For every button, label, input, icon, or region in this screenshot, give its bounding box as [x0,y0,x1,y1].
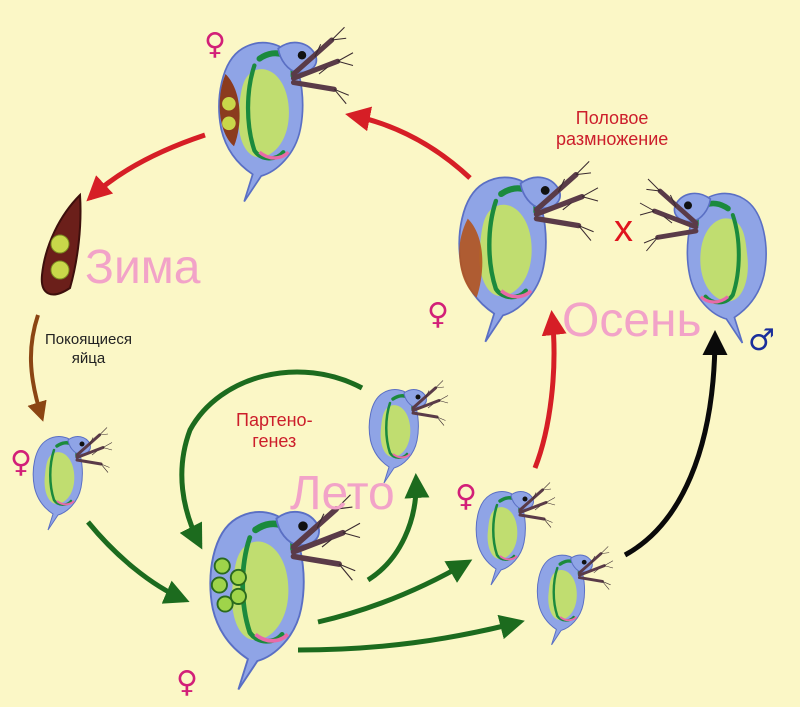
arrow-summer-to-male [297,614,525,653]
arrow-parthenogenesis-loop [179,369,364,550]
winter-egg-icon [40,192,82,296]
summer-female-with-embryos [210,495,360,690]
season-winter-label: Зима [85,241,201,294]
arrow-autumn-to-female [345,106,472,180]
male-symbol: ♂ [748,323,775,358]
resting-eggs-line-1: Покоящиеся [45,331,133,348]
autumn-female [459,161,598,341]
arrow-winter-to-hatch [27,314,47,422]
parthenogenesis-label: Партено- генез [236,410,313,452]
arrow-summer-to-female-autumn [317,559,473,625]
female-symbol-hatch: ♀ [10,445,32,480]
parthenogenesis-line-2: генез [252,431,297,451]
sexual-reproduction-line-1: Половое [575,108,649,128]
resting-eggs-line-2: яйца [71,350,106,367]
sexual-reproduction-line-2: размножение [556,129,669,149]
season-summer-label: Лето [290,467,395,520]
sexual-reproduction-label: Половое размножение [556,108,668,150]
resting-eggs-label: Покоящиеся яйца [45,330,132,368]
parthenogenesis-line-1: Партено- [236,410,313,430]
female-symbol-summer-right: ♀ [455,479,477,514]
season-autumn-label: Осень [562,294,702,347]
arrow-hatch-to-summer [86,520,190,604]
summer-male-small [535,544,615,647]
arrow-female-to-winter-egg [86,132,206,202]
arrow-male-to-autumn [623,330,728,558]
arrow-summer-to-small [366,473,430,583]
arrow-summer-to-autumn [532,310,567,469]
female-symbol-top: ♀ [204,27,226,62]
female-symbol-autumn: ♀ [427,297,449,332]
cross-mark: x [614,208,633,250]
female-symbol-summer: ♀ [176,665,198,700]
hatched-female [31,425,114,532]
female-with-resting-eggs [219,27,353,201]
